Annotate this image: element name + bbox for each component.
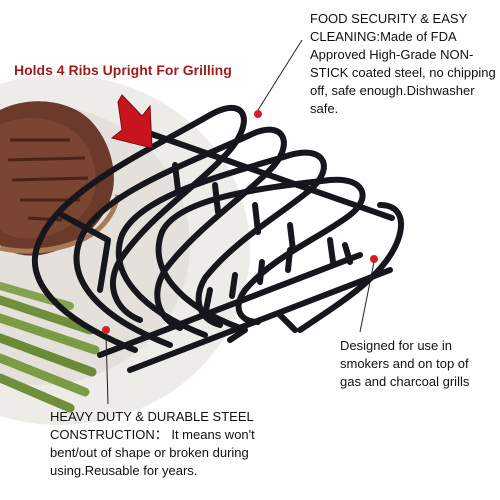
callout-design: Designed for use in smokers and on top o… (340, 337, 490, 391)
callout-food-security-lead: FOOD SECURITY & EASY CLEANING: (310, 11, 468, 44)
callout-design-body: Designed for use in smokers and on top o… (340, 338, 470, 389)
asparagus-image (0, 282, 100, 413)
callout-steel-body: It means won't bent/out of shape or brok… (50, 427, 255, 478)
callout-lines (105, 39, 375, 405)
callout-steel-lead: HEAVY DUTY & DURABLE STEEL CONSTRUCTION： (50, 409, 254, 442)
callout-steel: HEAVY DUTY & DURABLE STEEL CONSTRUCTION：… (50, 408, 298, 480)
headline: Holds 4 Ribs Upright For Grilling (14, 62, 232, 78)
red-dot-icon (102, 110, 378, 334)
arrow-down-right-icon (110, 94, 153, 149)
rib-rack (32, 104, 404, 373)
callout-food-security-body: Made of FDA Approved High-Grade NON-STIC… (310, 29, 496, 116)
callout-food-security: FOOD SECURITY & EASY CLEANING:Made of FD… (310, 10, 496, 118)
steak-image (0, 101, 121, 256)
